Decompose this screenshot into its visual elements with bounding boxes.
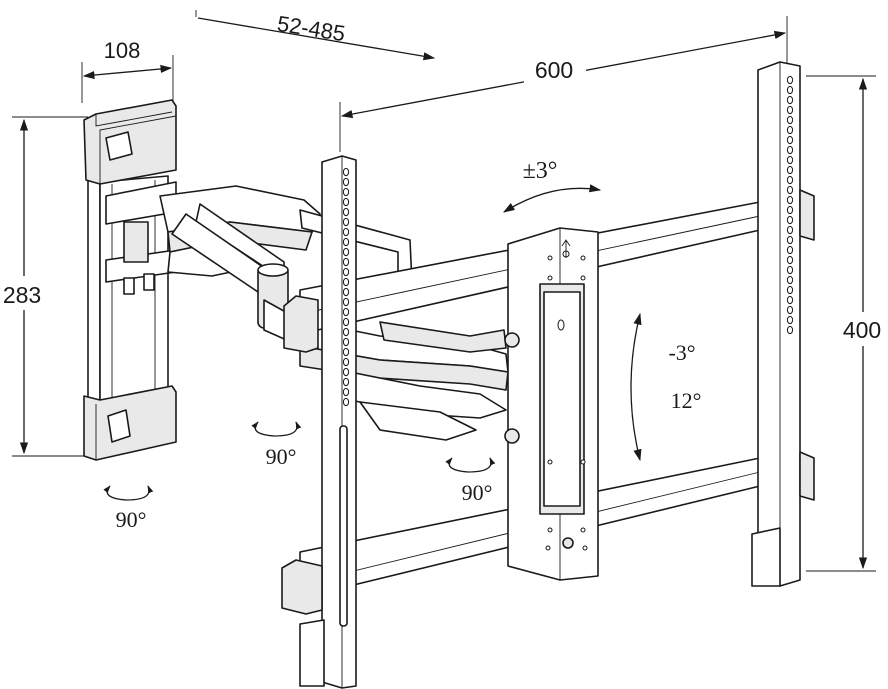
swivel-indicator-left: 90° [103, 485, 154, 532]
left-bracket-hole [342, 197, 350, 207]
right-bracket-hole [786, 185, 794, 195]
left-rail-clamp-upper [283, 295, 319, 353]
right-bracket-hole [786, 315, 794, 325]
left-bracket-hole [342, 387, 350, 397]
right-bracket-hole [786, 265, 794, 275]
dimension-wall-plate-width: 108 [81, 38, 174, 103]
right-bracket-hole [786, 135, 794, 145]
right-bracket-hole [786, 85, 794, 95]
tilt-knob-lower [504, 428, 520, 444]
left-bracket-hole [342, 347, 350, 357]
wall-plate-width-label: 108 [104, 38, 141, 63]
swivel-left-label: 90° [116, 507, 147, 532]
tilt-knob-upper [504, 332, 520, 348]
dimension-wall-plate-height: 283 [0, 116, 88, 457]
level-adjust-label: ±3° [523, 158, 558, 184]
right-bracket-hole [786, 95, 794, 105]
right-bracket-hole [786, 175, 794, 185]
right-bracket-hole [786, 195, 794, 205]
dimension-arm-extension: 52-485 [195, 10, 436, 61]
left-bracket-hole [342, 367, 350, 377]
left-bracket-hole [342, 277, 350, 287]
right-bracket-hole [786, 275, 794, 285]
right-bracket-hole [786, 305, 794, 315]
left-bracket-hole [342, 187, 350, 197]
left-bracket-hole [342, 247, 350, 257]
swivel-right-label: 90° [462, 480, 493, 505]
left-rail-clamp-lower [281, 559, 323, 615]
dimension-bracket-height: 400 [806, 75, 888, 572]
dimension-bracket-width: 600 [339, 16, 788, 152]
left-bracket-hole [342, 397, 350, 407]
bracket-width-label: 600 [535, 57, 573, 83]
right-bracket-hole [786, 295, 794, 305]
wall-plate-bottom-cap [83, 385, 177, 461]
left-bracket-hole [342, 267, 350, 277]
right-bracket-hole [786, 215, 794, 225]
left-bracket-hole [342, 237, 350, 247]
right-bracket-hole [786, 235, 794, 245]
bracket-height-label: 400 [843, 317, 881, 343]
left-bracket-hole [342, 327, 350, 337]
wall-plate [83, 99, 177, 461]
left-bracket-holes [342, 167, 350, 407]
right-bracket-hole [786, 145, 794, 155]
left-bracket-hole [342, 257, 350, 267]
left-bracket-hole [342, 217, 350, 227]
right-vertical-bracket [751, 61, 815, 587]
right-bracket-hole [786, 325, 794, 335]
swivel-indicator-right: 90° [445, 457, 496, 505]
right-bracket-hole [786, 205, 794, 215]
left-vertical-bracket [281, 155, 357, 689]
left-bracket-hole [342, 227, 350, 237]
right-bracket-hole [786, 125, 794, 135]
tilt-indicator: -3° 12° [630, 312, 702, 462]
arm-extension-label: 52-485 [275, 11, 347, 46]
left-bracket-hole [342, 377, 350, 387]
level-adjust-indicator: ±3° [503, 158, 602, 213]
right-bracket-hole [786, 115, 794, 125]
right-bracket-hole [786, 155, 794, 165]
right-bracket-hole [786, 285, 794, 295]
swivel-mid-label: 90° [266, 444, 297, 469]
center-tilt-plate [504, 227, 599, 581]
right-bracket-holes [786, 75, 794, 335]
right-bracket-hole [786, 225, 794, 235]
wall-plate-height-label: 283 [3, 282, 41, 308]
left-bracket-hole [342, 317, 350, 327]
left-bracket-hole [342, 207, 350, 217]
left-bracket-hole [342, 167, 350, 177]
right-bracket-hole [786, 165, 794, 175]
left-bracket-hole [342, 297, 350, 307]
left-bracket-hole [342, 357, 350, 367]
right-bracket-hole [786, 105, 794, 115]
tilt-up-label: -3° [668, 340, 695, 365]
right-bracket-hole [786, 255, 794, 265]
right-bracket-hole [786, 245, 794, 255]
right-bracket-hole [786, 75, 794, 85]
left-bracket-hole [342, 177, 350, 187]
left-bracket-hole [342, 287, 350, 297]
left-bracket-hole [342, 337, 350, 347]
swivel-indicator-mid: 90° [251, 421, 302, 469]
tilt-down-label: 12° [671, 388, 702, 413]
left-bracket-hole [342, 307, 350, 317]
swing-arm-assembly [159, 185, 509, 441]
